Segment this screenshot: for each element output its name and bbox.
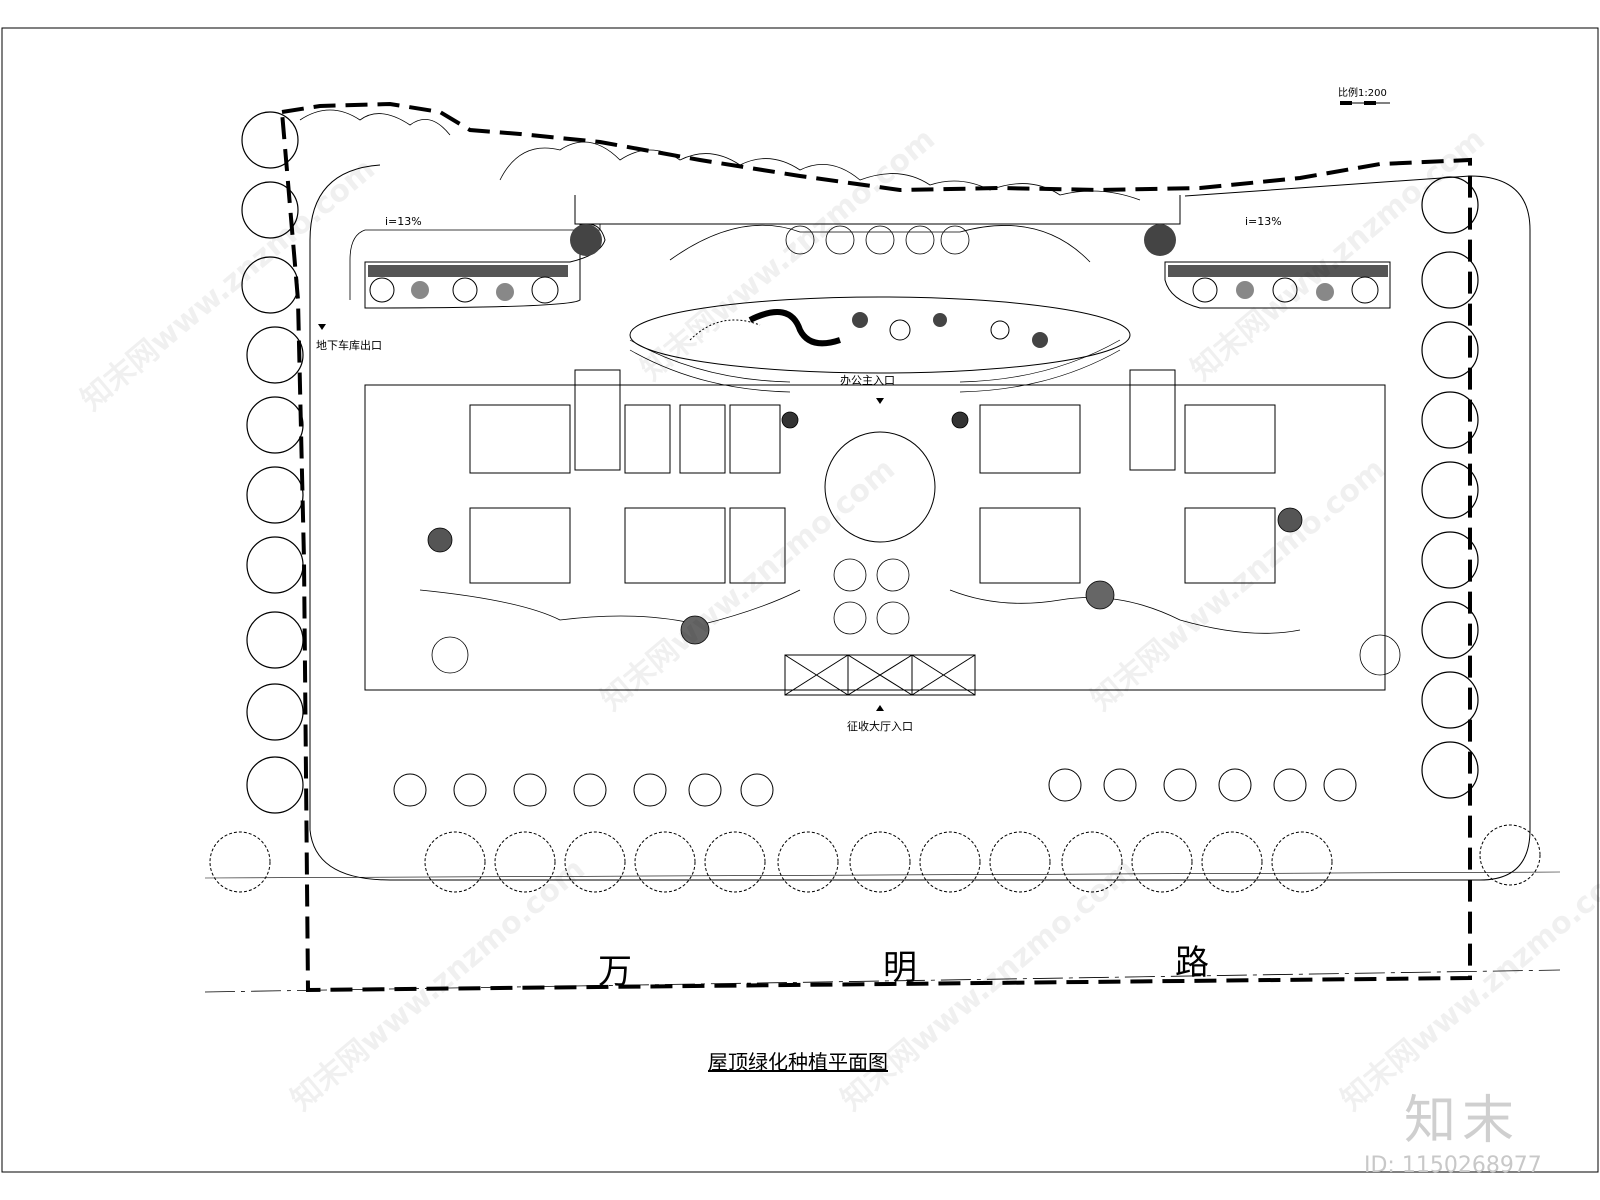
office-entrance-arrow: [876, 398, 884, 404]
drawing-title: 屋顶绿化种植平面图: [708, 1050, 888, 1074]
hall-entrance-arrow: [876, 705, 884, 711]
office-entrance-label: 办公主入口: [840, 374, 895, 387]
west-tree-row: [241, 111, 304, 814]
building-footprint: [364, 369, 1386, 696]
road-name-char: 路: [1175, 943, 1209, 983]
scale-bar: [1340, 101, 1390, 105]
slope-label-left: i=13%: [385, 215, 422, 228]
roof-garden-planting: [419, 411, 1401, 676]
entrance-steps: [629, 339, 1121, 393]
road-shrub-row: [209, 824, 1541, 893]
oval-garden: [629, 296, 1131, 374]
palm-row: [393, 768, 1357, 807]
north-center-bed: [669, 224, 1091, 263]
brand-logo: 知末: [1404, 1091, 1521, 1151]
left-ramp-bed: [364, 223, 606, 309]
road-centerline: [204, 969, 1561, 993]
sheet-frame: [1, 27, 1599, 1173]
garage-exit-arrow: [318, 324, 326, 330]
road-name-char: 明: [883, 948, 917, 988]
driveway-loop: [309, 164, 1531, 881]
image-id-label: ID: 1150268977: [1364, 1153, 1542, 1178]
garage-exit-label: 地下车库出口: [316, 339, 382, 352]
right-ramp-bed: [1144, 224, 1391, 309]
north-shrub-band: [299, 109, 1141, 201]
property-boundary: [279, 101, 1472, 993]
slope-label-right: i=13%: [1245, 215, 1282, 228]
hall-entrance-label: 征收大厅入口: [847, 720, 913, 733]
road-name-char: 万: [598, 952, 632, 992]
scale-label: 比例1:200: [1338, 88, 1387, 99]
east-tree-row: [1421, 176, 1479, 799]
road-edge: [204, 871, 1561, 879]
